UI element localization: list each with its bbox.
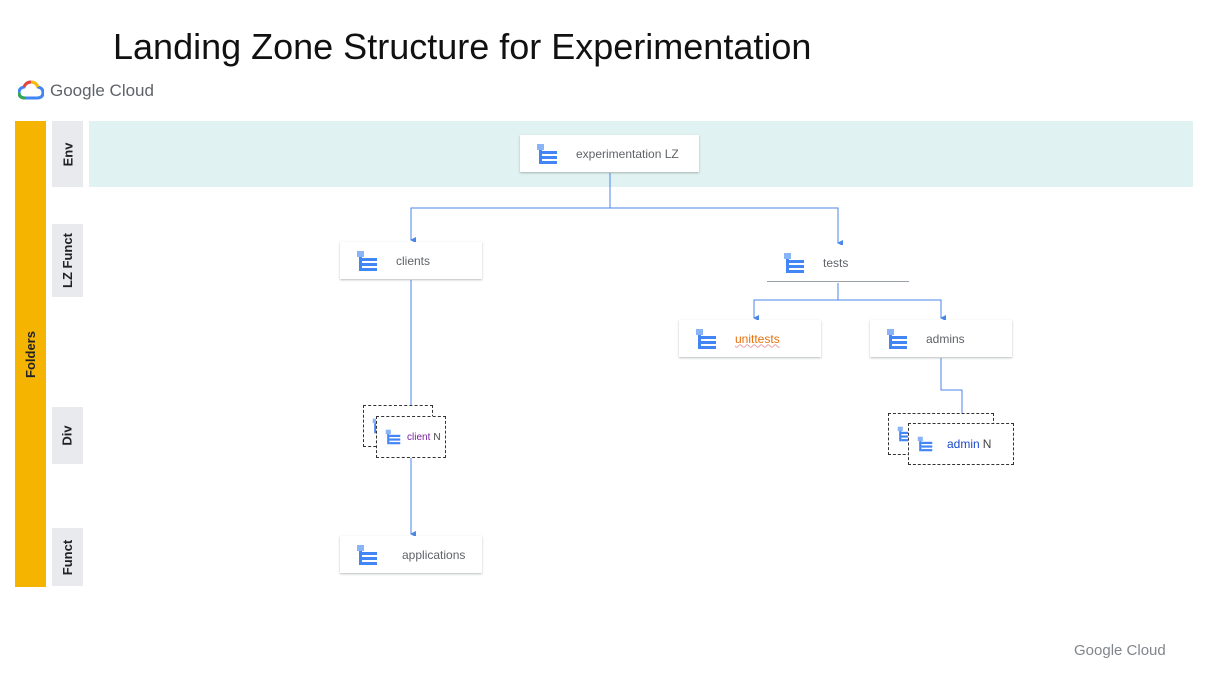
logo-text: Google Cloud [50,81,154,100]
connector-root-tests [610,207,843,246]
node-admins-label: admins [926,331,965,346]
folder-hierarchy-icon [784,253,804,273]
connector-tests-admins [838,299,946,321]
node-admin-n[interactable]: admin N [908,423,1014,465]
node-client-n[interactable]: client N [376,416,446,458]
node-applications[interactable]: applications [340,536,482,573]
lane-lz-funct: LZ Funct [52,224,83,297]
node-tests-label: tests [823,256,849,270]
node-experimentation-lz[interactable]: experimentation LZ [520,135,699,172]
node-client-n-suffix: N [433,431,441,443]
connector-admins-adminn [940,358,967,424]
node-client-n-name: client [407,431,431,443]
node-tests[interactable]: tests [767,245,909,282]
node-applications-label: applications [402,547,466,562]
node-unittests[interactable]: unittests [679,320,821,357]
folder-hierarchy-icon [897,426,913,442]
connector-tests-unittests [753,283,839,321]
google-cloud-logo-icon [18,80,44,100]
node-admin-n-name: admin [947,437,980,451]
folder-hierarchy-icon [887,328,907,349]
node-clients-label: clients [396,253,431,268]
node-admins[interactable]: admins [870,320,1012,357]
node-clients[interactable]: clients [340,242,482,279]
footer-logo-text: Google Cloud [1074,642,1166,659]
node-unittests-label: unittests [735,331,780,346]
folder-hierarchy-icon [357,544,377,565]
folders-lane: Folders [15,121,46,587]
folder-hierarchy-icon [537,143,557,164]
page-title: Landing Zone Structure for Experimentati… [113,26,812,67]
folder-hierarchy-icon [917,436,933,452]
lane-div: Div [52,407,83,464]
lane-env: Env [52,121,83,187]
folder-hierarchy-icon [696,328,716,349]
folder-hierarchy-icon [385,429,401,445]
node-experimentation-lz-label: experimentation LZ [576,146,679,161]
connector-root-clients [410,173,611,243]
lane-funct: Funct [52,528,83,586]
folder-hierarchy-icon [357,250,377,271]
google-cloud-logo: Google Cloud [18,80,154,102]
node-admin-n-suffix: N [982,437,992,451]
